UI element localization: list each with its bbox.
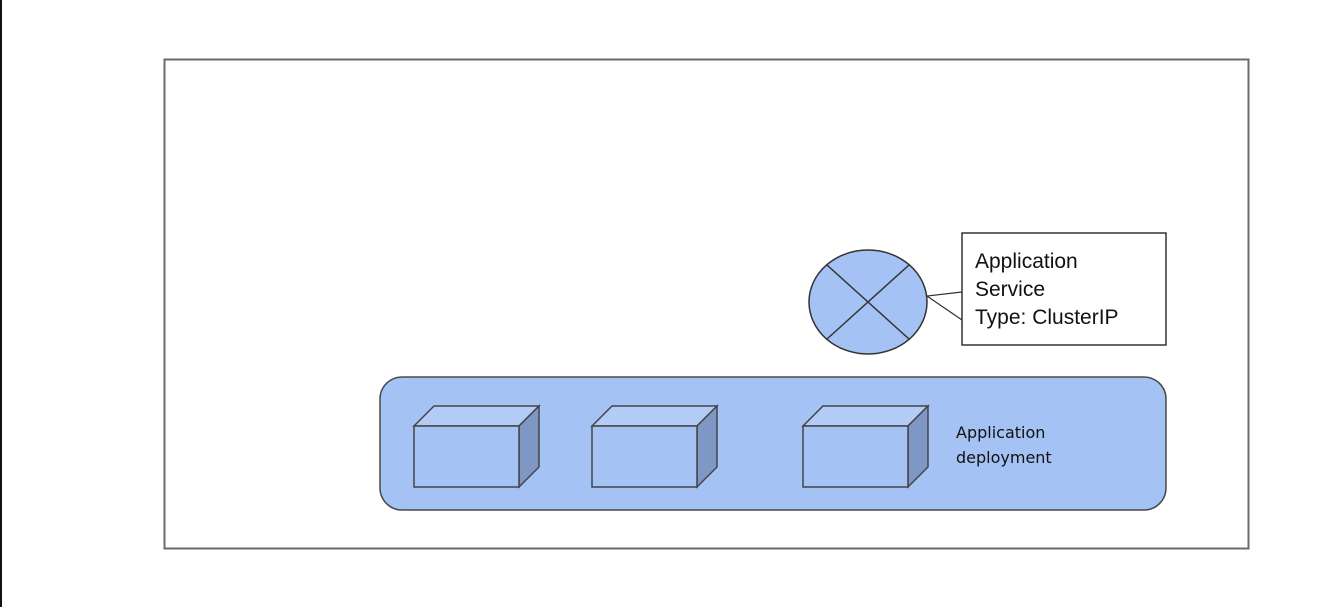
service-callout-line-2: Service: [975, 278, 1045, 301]
callout-pointer: [925, 291, 963, 321]
pod-cube-icon[interactable]: [590, 404, 719, 489]
deployment-label: Application deployment: [956, 423, 1052, 467]
pod-cube-front: [591, 425, 698, 488]
deployment-container[interactable]: [379, 376, 1167, 511]
deployment-label-line-1: Application: [956, 423, 1045, 442]
pod-group: [412, 404, 930, 489]
pod-cube-icon[interactable]: [801, 404, 930, 489]
service-callout-line-3: Type: ClusterIP: [975, 306, 1119, 329]
deployment-label-line-2: deployment: [956, 448, 1052, 467]
service-circle-x-icon[interactable]: [808, 249, 928, 355]
pod-cube-top: [412, 405, 541, 427]
pod-cube-top: [590, 405, 719, 427]
service-cross-line-2: [826, 264, 910, 340]
pod-cube-top: [801, 405, 930, 427]
left-edge-rule: [0, 0, 2, 607]
pod-cube-front: [413, 425, 520, 488]
service-callout-text: Application Service Type: ClusterIP: [975, 250, 1119, 329]
pod-cube-front: [802, 425, 909, 488]
service-callout-line-1: Application: [975, 250, 1078, 273]
pod-cube-icon[interactable]: [412, 404, 541, 489]
service-callout-box: [961, 232, 1167, 346]
